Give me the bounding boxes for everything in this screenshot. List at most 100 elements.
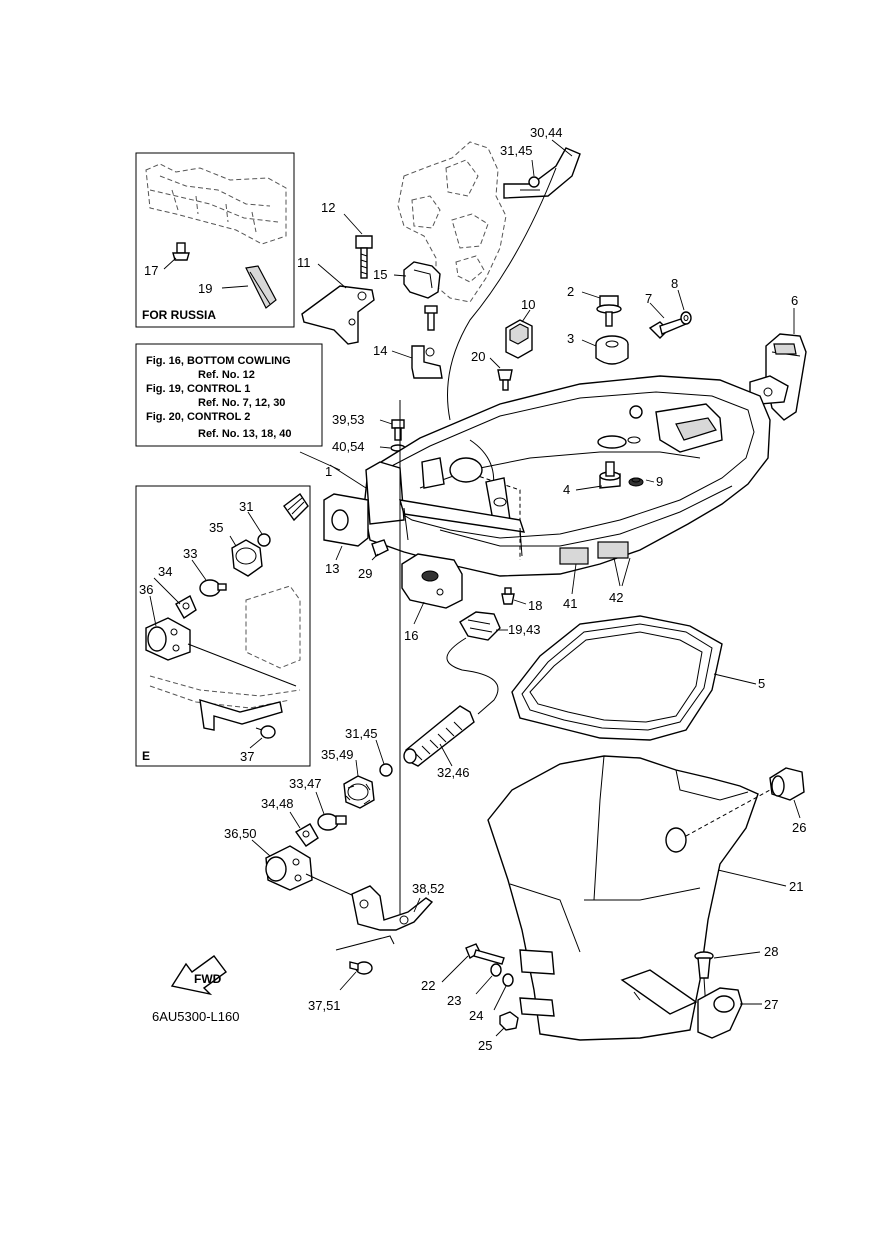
bolt-2-icon — [596, 295, 622, 327]
callout-7: 7 — [645, 291, 652, 306]
plug-33-icon — [199, 579, 227, 597]
callout-24: 24 — [469, 1008, 483, 1023]
screw-20-icon — [497, 369, 513, 391]
nut-35-49-icon — [343, 775, 375, 809]
callout-32-46: 32,46 — [437, 765, 470, 780]
screw-22-icon — [465, 943, 505, 965]
screw-28-icon — [694, 951, 714, 979]
callout-35-49: 35,49 — [321, 747, 354, 762]
screw-37-51-icon — [349, 961, 373, 975]
inset-for-russia: 17 19 FOR RUSSIA — [135, 152, 295, 328]
grommet-26-icon — [769, 767, 805, 801]
callout-19: 19 — [198, 281, 212, 296]
callout-39-53: 39,53 — [332, 412, 365, 427]
washer-24-icon — [502, 973, 514, 987]
bottom-cowling-1 — [363, 375, 771, 577]
screw-17-icon — [172, 242, 190, 261]
grommet-36-50-icon — [265, 845, 313, 891]
callout-25: 25 — [478, 1038, 492, 1053]
callout-4: 4 — [563, 482, 570, 497]
callout-13: 13 — [325, 561, 339, 576]
callout-41: 41 — [563, 596, 577, 611]
callout-22: 22 — [421, 978, 435, 993]
callout-37-e: 37 — [240, 749, 254, 764]
screw-37-icon — [255, 725, 276, 739]
inset-e-title: E — [142, 749, 150, 763]
screw-18-icon — [501, 587, 515, 605]
bolt-39-icon — [391, 419, 405, 441]
callout-27: 27 — [764, 997, 778, 1012]
diagram-code: 6AU5300-L160 — [152, 1009, 239, 1024]
callout-29: 29 — [358, 566, 372, 581]
lower-cowling-21 — [487, 755, 771, 1041]
bracket-14-icon — [411, 345, 443, 379]
fwd-label: FWD — [194, 972, 222, 986]
bolt-7-icon — [648, 317, 687, 339]
grip-19-icon — [245, 265, 277, 309]
callout-12: 12 — [321, 200, 335, 215]
callout-10: 10 — [521, 297, 535, 312]
grommet-3-icon — [595, 335, 629, 365]
callout-15: 15 — [373, 267, 387, 282]
grommet-36-icon — [145, 617, 191, 661]
clip-34-48-icon — [294, 823, 319, 847]
callout-19-43: 19,43 — [508, 622, 541, 637]
callout-34-48: 34,48 — [261, 796, 294, 811]
callout-37-51: 37,51 — [308, 998, 341, 1013]
callout-8: 8 — [671, 276, 678, 291]
reference-box: Fig. 16, BOTTOM COWLING Ref. No. 12 Fig.… — [135, 343, 323, 447]
fwd-arrow-icon: FWD — [170, 955, 227, 996]
cable-end-31-icon — [257, 492, 309, 547]
callout-2: 2 — [567, 284, 574, 299]
latch-6-icon — [749, 333, 807, 421]
ref-line-6: Ref. No. 13, 18, 40 — [198, 428, 292, 440]
callout-35-e: 35 — [209, 520, 223, 535]
washer-23-icon — [490, 963, 502, 977]
callout-9: 9 — [656, 474, 663, 489]
callout-42: 42 — [609, 590, 623, 605]
ref-line-2: Ref. No. 12 — [198, 369, 255, 381]
grommet-19-icon — [459, 611, 501, 641]
clamp-15-icon — [403, 261, 441, 331]
ref-line-3: Fig. 19, CONTROL 1 — [146, 383, 250, 395]
callout-31-45-top: 31,45 — [500, 143, 533, 158]
callout-33-47: 33,47 — [289, 776, 322, 791]
callout-3: 3 — [567, 331, 574, 346]
callout-11: 11 — [297, 255, 311, 270]
plate-16-icon — [401, 553, 463, 609]
seal-5-icon — [511, 615, 723, 741]
ref-line-4: Ref. No. 7, 12, 30 — [198, 397, 285, 409]
callout-28: 28 — [764, 944, 778, 959]
bracket-38-52-icon — [335, 885, 434, 951]
callout-36-50: 36,50 — [224, 826, 257, 841]
washer-8-icon — [680, 311, 692, 325]
hose-30-icon — [447, 147, 581, 421]
callout-21: 21 — [789, 879, 803, 894]
clip-31-icon — [379, 763, 393, 777]
cap-10-icon — [505, 319, 533, 359]
callout-20: 20 — [471, 349, 485, 364]
bolt-12-icon — [355, 235, 373, 279]
cover-27-icon — [697, 987, 743, 1039]
callout-40-54: 40,54 — [332, 439, 365, 454]
ref-line-5: Fig. 20, CONTROL 2 — [146, 411, 250, 423]
plug-33-47-icon — [317, 813, 347, 831]
inset-russia-title: FOR RUSSIA — [142, 308, 216, 322]
callout-6: 6 — [791, 293, 798, 308]
bracket-11-icon — [301, 285, 375, 345]
callout-34-e: 34 — [158, 564, 172, 579]
callout-23: 23 — [447, 993, 461, 1008]
cover-13-icon — [323, 493, 369, 547]
callout-1: 1 — [325, 464, 332, 479]
callout-30-44: 30,44 — [530, 125, 563, 140]
ref-line-1: Fig. 16, BOTTOM COWLING — [146, 355, 291, 367]
nut-35-icon — [231, 539, 263, 577]
nut-25-icon — [499, 1011, 519, 1031]
clip-29-icon — [371, 539, 389, 557]
callout-14: 14 — [373, 343, 387, 358]
callout-26: 26 — [792, 820, 806, 835]
callout-18: 18 — [528, 598, 542, 613]
callout-16: 16 — [404, 628, 418, 643]
cable-32-icon — [403, 705, 475, 767]
